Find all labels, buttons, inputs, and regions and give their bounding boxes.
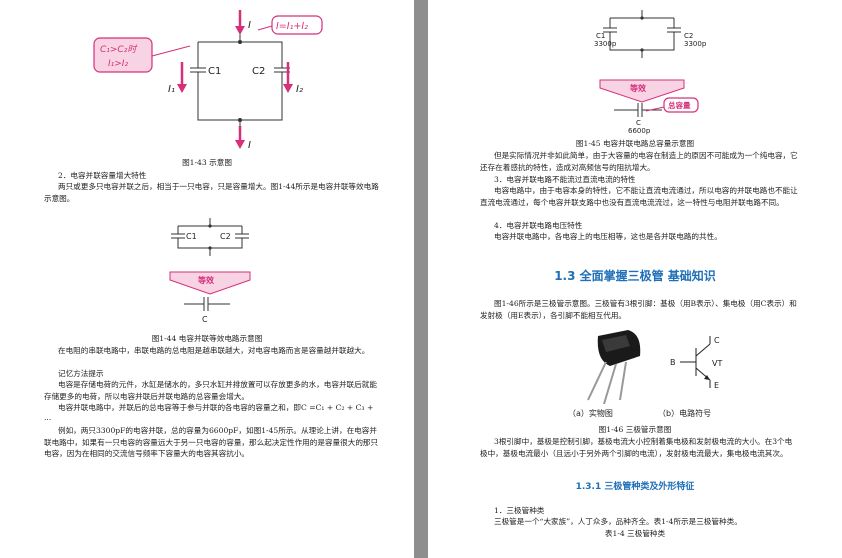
fig46-caption: 图1-46 三极管示意图 (598, 425, 672, 434)
para2: 电容并联电路中，并联后的总电容等于参与并联的各电容的容量之和，即C =C₁ + … (44, 403, 374, 424)
transistor-photo (587, 330, 641, 405)
right-page: C1 3300p C2 3300p 等效 总容量 C 6600p 图1-45 电… (428, 0, 842, 558)
types-heading: 1．三极管种类 (494, 506, 545, 515)
sec3-heading: 3．电容并联电路不能流过直流电流的特性 (494, 175, 636, 184)
sec2-body: 两只或更多只电容并联之后，相当于一只电容，只是容量增大。图1-44所示是电容并联… (44, 182, 379, 203)
figure-1-44: C1 C2 等效 C (169, 218, 251, 324)
equivalent-arrow (169, 271, 251, 295)
transistor-intro: 图1-46所示是三极管示意图。三极管有3根引脚：基极（用B表示）、集电极（用C表… (480, 299, 797, 320)
types-body: 三极管是一个“大家族”，人丁众多，品种齐全。表1-4所示是三极管种类。 (494, 517, 742, 526)
fig44-arrow-text: 等效 (197, 275, 214, 285)
fig44-label-c2: C2 (220, 232, 231, 241)
figure-1-43: I I=I₁+I₂ C₁>C₂时 I₁>I₂ I₁ C1 C2 I₂ I (93, 10, 323, 151)
equivalent-arrow (599, 79, 685, 103)
fig45-c2-name: C2 (684, 32, 693, 40)
fig46-sub-a: （a）实物图 (568, 408, 613, 418)
figure-1-46: B C VT E （a）实物图 （b）电路符号 (568, 330, 722, 418)
fig46-label-b: B (670, 358, 676, 367)
transistor-symbol (680, 336, 711, 388)
table-caption: 表1-4 三极管种类 (604, 529, 666, 538)
figure-1-45: C1 3300p C2 3300p 等效 总容量 C 6600p (594, 10, 707, 135)
fig43-label-i1: I₁ (168, 84, 175, 95)
fig46-label-vt: VT (712, 359, 722, 368)
total-capacity-callout (663, 97, 699, 113)
sec2-heading: 2．电容并联容量增大特性 (58, 171, 147, 180)
fig46-sub-b: （b）电路符号 (658, 408, 711, 418)
fig45-c1-name: C1 (596, 32, 605, 40)
fig44-label-c1: C1 (186, 232, 197, 241)
para3: 例如，两只3300pF的电容并联，总的容量为6600pF，如图1-45所示。从理… (44, 426, 379, 459)
fig43-cond-line1: C₁>C₂时 (100, 44, 138, 55)
transistor-pins-para: 3根引脚中，基极是控制引脚，基极电流大小控制着集电极和发射极电流的大小。在3个电… (480, 437, 793, 458)
subsection-title: 1.3.1 三极管种类及外形特征 (575, 482, 695, 492)
memory-body: 电容是存储电荷的元件，水缸是储水的，多只水缸并排放置可以存放更多的水，电容并联后… (44, 380, 377, 401)
section-title: 1.3 全面掌握三极管 基础知识 (554, 269, 716, 283)
fig44-caption: 图1-44 电容并联等效电路示意图 (151, 334, 263, 343)
fig43-caption: 图1-43 示意图 (182, 158, 232, 167)
fig43-cond-line2: I₁>I₂ (108, 59, 128, 69)
fig43-label-i-top: I (248, 20, 251, 31)
fig44-label-c: C (202, 315, 208, 324)
para1: 在电阻的串联电路中，串联电路的总电阻是越串联越大，对电容电路而言是容量越并联越大… (58, 346, 370, 355)
fig45-c1-value: 3300p (594, 40, 617, 48)
junction-dot-top (238, 40, 242, 44)
fig46-label-c: C (714, 336, 720, 345)
fig45-c-value: 6600p (628, 127, 651, 135)
fig45-caption: 图1-45 电容并联电路总容量示意图 (575, 139, 695, 148)
sec4-body: 电容并联电路中，各电容上的电压相等，这也是各并联电路的共性。 (494, 232, 722, 241)
fig43-label-i2: I₂ (296, 84, 303, 95)
fig43-label-c2: C2 (252, 66, 265, 77)
fig45-arrow-text: 等效 (629, 83, 646, 93)
fig45-c2-value: 3300p (684, 40, 707, 48)
right-para1: 但是实际情况并非如此简单，由于大容量的电容在制造上的原因不可能成为一个纯电容，它… (480, 151, 798, 172)
fig43-label-c1: C1 (208, 66, 221, 77)
fig43-formula: I=I₁+I₂ (276, 21, 308, 32)
formula-callout (271, 15, 323, 35)
junction-dot-bottom (238, 118, 242, 122)
memory-heading: 记忆方法提示 (58, 369, 104, 378)
page-divider (414, 0, 428, 558)
fig45-c-name: C (636, 119, 641, 127)
fig46-label-e: E (714, 381, 719, 390)
sec3-body: 电容电路中，由于电容本身的特性，它不能让直流电流通过，所以电容的并联电路也不能让… (480, 186, 798, 207)
fig45-callout: 总容量 (668, 100, 691, 110)
fig43-label-i-bottom: I (248, 140, 251, 151)
sec4-heading: 4．电容并联电路电压特性 (494, 221, 583, 230)
left-page: I I=I₁+I₂ C₁>C₂时 I₁>I₂ I₁ C1 C2 I₂ I 图1-… (0, 0, 414, 558)
condition-callout (93, 37, 153, 73)
